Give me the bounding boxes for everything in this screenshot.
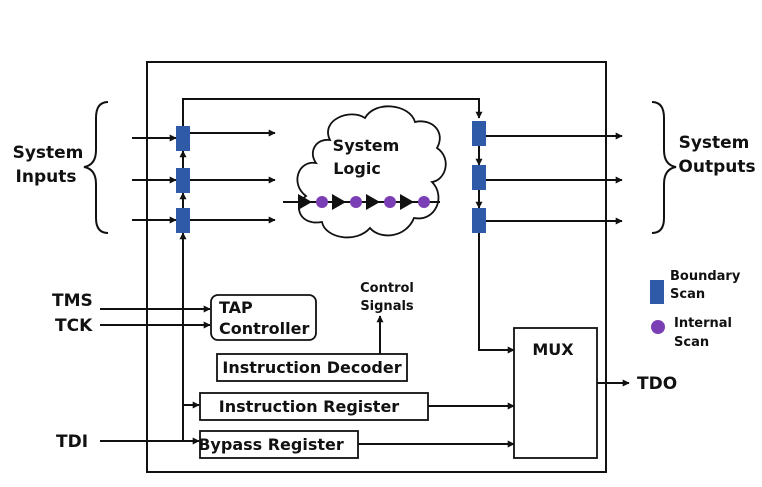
output-boundary-cell-2 (472, 165, 486, 190)
tap-controller-box (210, 294, 317, 341)
system-logic-label-line1: System (333, 136, 400, 155)
system-logic-label-line2: Logic (333, 159, 381, 178)
legend-internal-scan-swatch (651, 320, 665, 334)
tms-label: TMS (52, 291, 93, 311)
legend-internal-scan-label-line2: Scan (674, 335, 709, 350)
internal-scan-cell-3 (384, 196, 396, 208)
inputs-label-line1: System (13, 143, 84, 163)
legend-boundary-scan-swatch (650, 280, 664, 304)
chip-boundary (146, 61, 607, 473)
internal-scan-cell-1 (316, 196, 328, 208)
internal-scan-arrowhead-1 (298, 194, 312, 210)
tdi-label: TDI (56, 432, 88, 452)
instruction-decoder-box (216, 353, 408, 382)
instruction-register-label: Instruction Register (219, 397, 400, 416)
mux-label: MUX (532, 340, 574, 359)
input-boundary-cell-1 (176, 126, 190, 151)
output-boundary-cell-1 (472, 121, 486, 146)
internal-scan-cell-4 (418, 196, 430, 208)
instruction-decoder-label: Instruction Decoder (222, 358, 401, 377)
outputs-brace (651, 101, 677, 234)
tck-label: TCK (55, 316, 93, 336)
input-boundary-cell-2 (176, 168, 190, 193)
input-boundary-cell-3 (176, 208, 190, 233)
tdo-label: TDO (637, 374, 677, 394)
mux-box (513, 327, 598, 459)
outputs-label-line1: System (679, 133, 750, 153)
internal-scan-arrowhead-4 (400, 194, 414, 210)
scan-chain-top (182, 98, 483, 126)
legend-boundary-scan-label-line1: Boundary (670, 269, 741, 284)
internal-scan-arrowhead-3 (366, 194, 380, 210)
outputs-label-line2: Outputs (678, 157, 755, 177)
bypass-register-label: Bypass Register (198, 435, 344, 454)
legend-boundary-scan-label-line2: Scan (670, 287, 705, 302)
inputs-brace (83, 101, 109, 234)
internal-scan-cell-2 (350, 196, 362, 208)
tap-controller-label-line1: TAP (219, 298, 253, 317)
output-boundary-cell-3 (472, 208, 486, 233)
control-signals-label-line1: Control (360, 281, 414, 296)
internal-scan-arrowhead-2 (332, 194, 346, 210)
scan-chain-to-mux (478, 232, 515, 354)
inputs-label-line2: Inputs (16, 167, 77, 187)
control-signals-label-line2: Signals (360, 299, 414, 314)
legend-internal-scan-label-line1: Internal (674, 316, 732, 331)
bypass-register-box (199, 430, 359, 459)
tap-controller-label-line2: Controller (219, 319, 309, 338)
